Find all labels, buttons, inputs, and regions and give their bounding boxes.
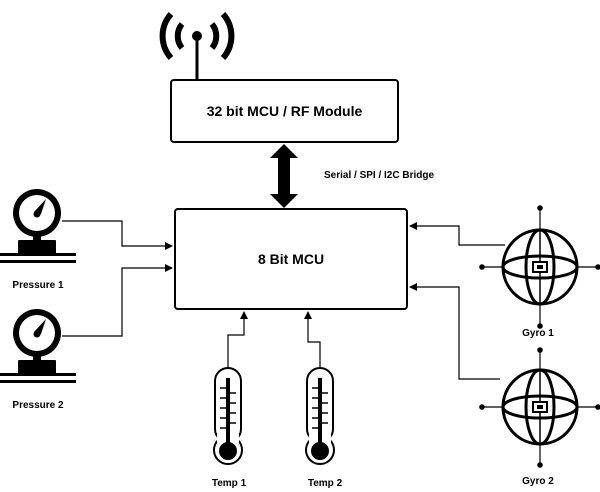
bridge-label: Serial / SPI / I2C Bridge — [324, 170, 434, 181]
connection-wires — [62, 220, 505, 380]
bridge-double-arrow — [270, 144, 298, 208]
gyro-2-icon — [479, 347, 600, 468]
rf-module-label: 32 bit MCU / RF Module — [207, 103, 363, 119]
pressure-1-label: Pressure 1 — [12, 280, 64, 291]
gyro-2-label: Gyro 2 — [522, 476, 554, 487]
temp-2-label: Temp 2 — [308, 478, 343, 489]
mcu-label: 8 Bit MCU — [258, 251, 324, 267]
temp-2-thermometer-icon — [305, 367, 335, 465]
gyro-1-icon — [479, 205, 600, 329]
pressure-2-label: Pressure 2 — [12, 400, 64, 411]
antenna-icon — [159, 12, 235, 80]
pressure-2-gauge-icon — [0, 309, 76, 383]
mcu-block: 8 Bit MCU — [174, 208, 408, 310]
pressure-1-gauge-icon — [0, 189, 76, 263]
temp-1-label: Temp 1 — [212, 478, 247, 489]
gyro-1-label: Gyro 1 — [522, 328, 554, 339]
rf-module-block: 32 bit MCU / RF Module — [170, 79, 399, 143]
temp-1-thermometer-icon — [213, 367, 243, 465]
